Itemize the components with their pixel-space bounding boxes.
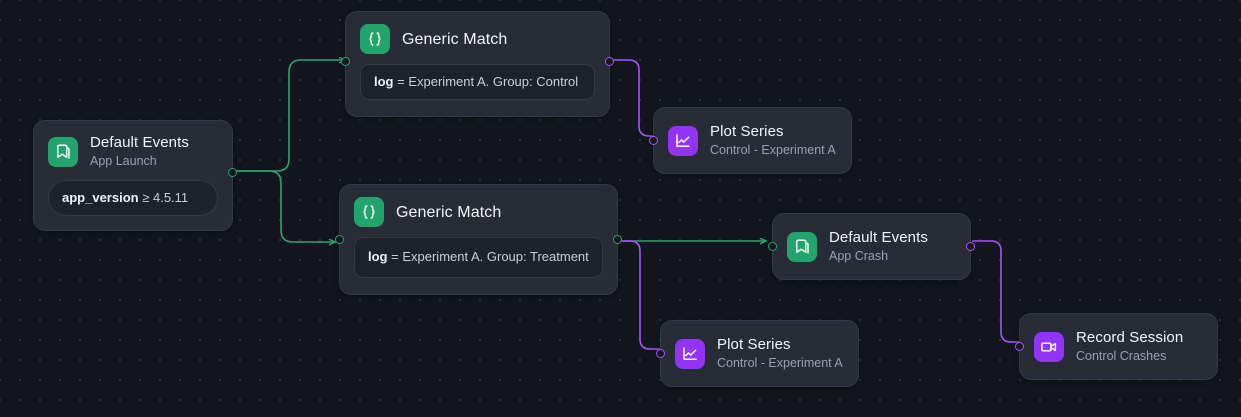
node-subtitle: App Crash	[829, 249, 889, 263]
node-generic-match-treatment[interactable]: Generic Match log = Experiment A. Group:…	[335, 184, 622, 295]
line-chart-icon	[675, 338, 705, 369]
node-header: Plot Series Control - Experiment A	[654, 108, 851, 173]
node-title: Plot Series	[710, 123, 784, 140]
node-subtitle: App Launch	[90, 154, 157, 168]
node-subtitle: Control Crashes	[1076, 349, 1167, 363]
node-title-group: Record Session Control Crashes	[1076, 328, 1183, 365]
node-header: Plot Series Control - Experiment A	[661, 321, 858, 386]
node-title-group: Plot Series Control - Experiment A	[717, 335, 843, 372]
node-title: Record Session	[1076, 329, 1184, 346]
node-record-session-control-crashes[interactable]: Record Session Control Crashes	[1015, 313, 1218, 380]
output-port[interactable]	[613, 234, 622, 244]
edge-match-control-to-plot-top	[612, 59, 654, 137]
condition-key: app_version	[62, 190, 139, 205]
condition-pill[interactable]: app_version ≥ 4.5.11	[48, 180, 218, 216]
bookmark-icon	[48, 136, 78, 167]
condition-operator: =	[391, 249, 399, 264]
node-body: log = Experiment A. Group: Treatment	[340, 237, 617, 294]
node-header: Record Session Control Crashes	[1020, 314, 1217, 379]
condition-operator: ≥	[142, 190, 150, 205]
edge-app-crash-to-record-session	[972, 240, 1020, 343]
output-port[interactable]	[966, 242, 975, 251]
condition-pill[interactable]: log = Experiment A. Group: Control	[360, 64, 595, 100]
node-body: log = Experiment A. Group: Control	[346, 64, 609, 116]
node-body: app_version ≥ 4.5.11	[34, 180, 232, 230]
edge-launch-to-match-treatment	[233, 170, 335, 242]
node-header: Generic Match	[340, 185, 617, 237]
input-port[interactable]	[335, 234, 344, 244]
node-default-events-app-launch[interactable]: Default Events App Launch app_version ≥ …	[33, 120, 237, 231]
node-plot-series-control-bottom[interactable]: Plot Series Control - Experiment A	[656, 320, 859, 387]
node-header: Generic Match	[346, 12, 609, 64]
node-header: Default Events App Launch	[34, 121, 232, 180]
condition-key: log	[374, 74, 394, 89]
node-title-group: Default Events App Crash	[829, 228, 928, 265]
condition-key: log	[368, 249, 388, 264]
bookmark-icon	[787, 231, 817, 262]
braces-icon	[354, 197, 384, 227]
condition-value: 4.5.11	[152, 190, 189, 205]
node-title: Plot Series	[717, 336, 791, 353]
input-port[interactable]	[656, 349, 665, 358]
node-title: Generic Match	[402, 30, 508, 48]
input-port[interactable]	[1015, 342, 1024, 351]
condition-value: Experiment A. Group: Treatment	[402, 249, 589, 264]
input-port[interactable]	[768, 242, 777, 251]
node-title-group: Generic Match	[402, 29, 507, 50]
node-header: Default Events App Crash	[773, 214, 970, 279]
node-title: Generic Match	[396, 203, 502, 221]
node-plot-series-control-top[interactable]: Plot Series Control - Experiment A	[649, 107, 852, 174]
condition-operator: =	[397, 74, 405, 89]
node-generic-match-control[interactable]: Generic Match log = Experiment A. Group:…	[341, 11, 614, 117]
node-title: Default Events	[90, 134, 189, 151]
input-port[interactable]	[341, 56, 350, 66]
braces-icon	[360, 24, 390, 54]
node-default-events-app-crash[interactable]: Default Events App Crash	[768, 213, 975, 280]
input-port[interactable]	[649, 136, 658, 145]
video-camera-icon	[1034, 331, 1064, 362]
output-port[interactable]	[605, 56, 614, 66]
condition-pill[interactable]: log = Experiment A. Group: Treatment	[354, 237, 603, 278]
node-title-group: Plot Series Control - Experiment A	[710, 122, 836, 159]
node-subtitle: Control - Experiment A	[710, 143, 836, 157]
edge-launch-to-match-control	[233, 60, 345, 172]
node-title-group: Generic Match	[396, 202, 501, 223]
node-subtitle: Control - Experiment A	[717, 356, 843, 370]
edge-match-treatment-to-plot-bottom	[619, 240, 660, 350]
line-chart-icon	[668, 125, 698, 156]
condition-value: Experiment A. Group: Control	[408, 74, 579, 89]
output-port[interactable]	[228, 167, 237, 177]
node-title-group: Default Events App Launch	[90, 133, 189, 170]
node-title: Default Events	[829, 229, 928, 246]
